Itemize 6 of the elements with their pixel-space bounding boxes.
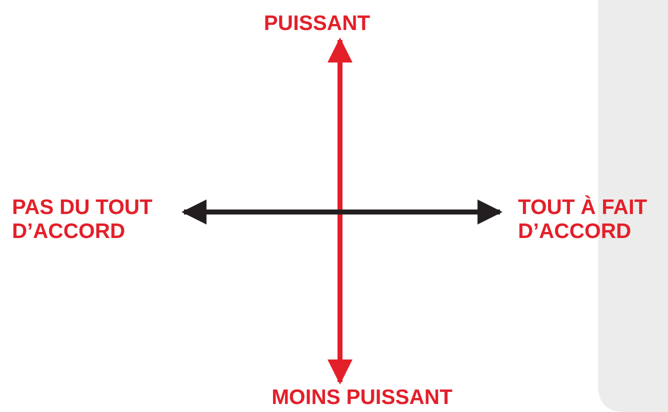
axis-label: TOUT À FAIT D’ACCORD — [518, 196, 668, 244]
axis-label: PAS DU TOUT D’ACCORD — [12, 196, 182, 244]
double-arrow — [328, 38, 352, 384]
axis-label: PUISSANT — [264, 12, 370, 36]
double-arrow — [182, 200, 502, 224]
axis-label: MOINS PUISSANT — [272, 386, 452, 410]
